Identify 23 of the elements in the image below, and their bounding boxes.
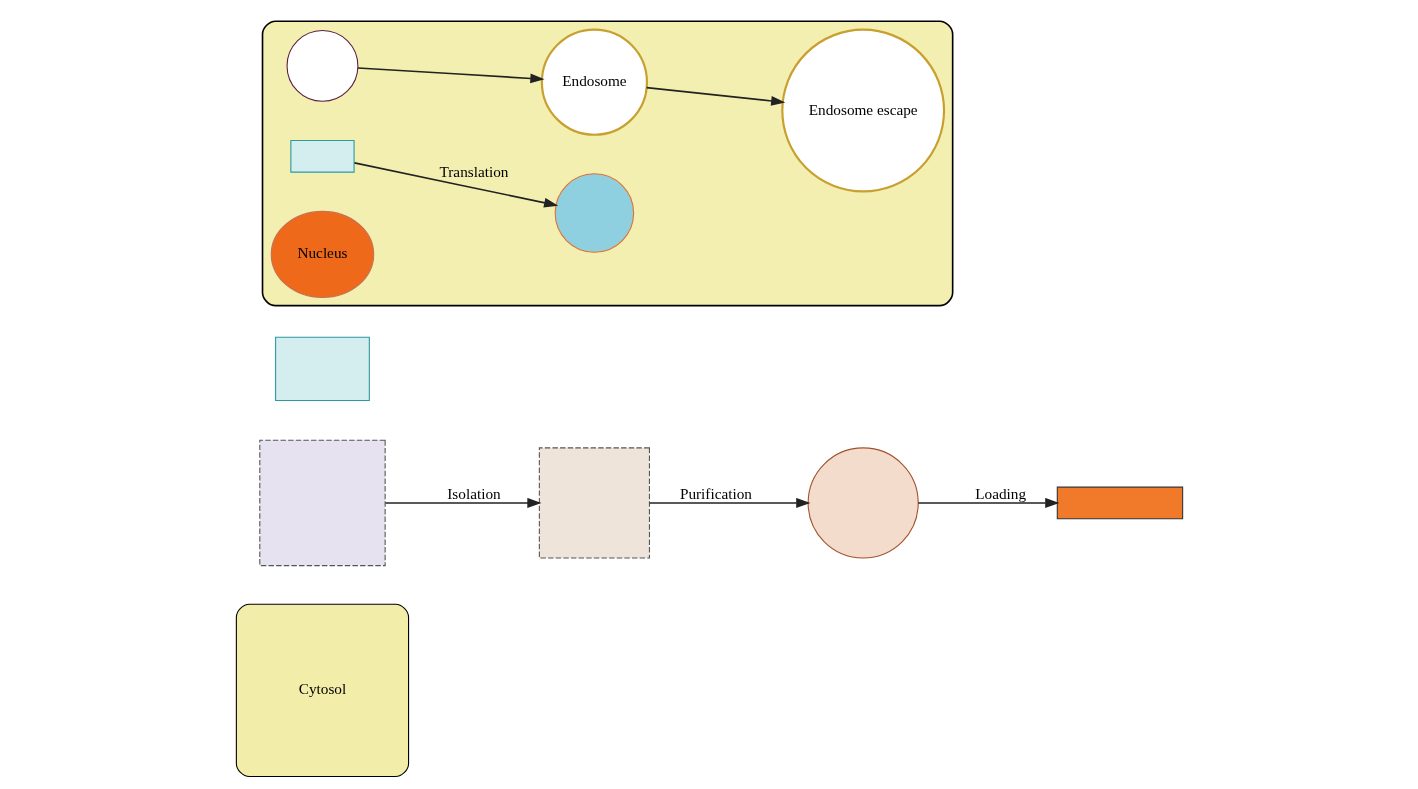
edge-label: Translation	[439, 163, 508, 181]
cluster	[261, 20, 953, 307]
node-ellipse: Nucleus	[270, 210, 374, 299]
node-circle: Endosome	[540, 28, 648, 136]
arrow	[648, 498, 810, 508]
arrow	[384, 498, 541, 508]
edge-label: Loading	[974, 484, 1026, 502]
node-circle	[554, 173, 634, 253]
node-box	[289, 140, 355, 173]
node-box	[258, 439, 386, 567]
arrow	[356, 67, 544, 84]
arrow	[645, 86, 785, 106]
node-box: Cytosol	[235, 603, 409, 778]
node-circle	[807, 447, 919, 559]
node-box	[274, 336, 370, 402]
node-box	[1056, 486, 1183, 520]
edge-label: Purification	[679, 484, 752, 502]
arrow	[353, 162, 558, 208]
node-circle	[286, 29, 358, 102]
edge-label: Isolation	[446, 484, 501, 502]
node-box	[538, 447, 650, 559]
arrow	[916, 498, 1059, 508]
node-circle: Endosome escape	[780, 28, 945, 193]
